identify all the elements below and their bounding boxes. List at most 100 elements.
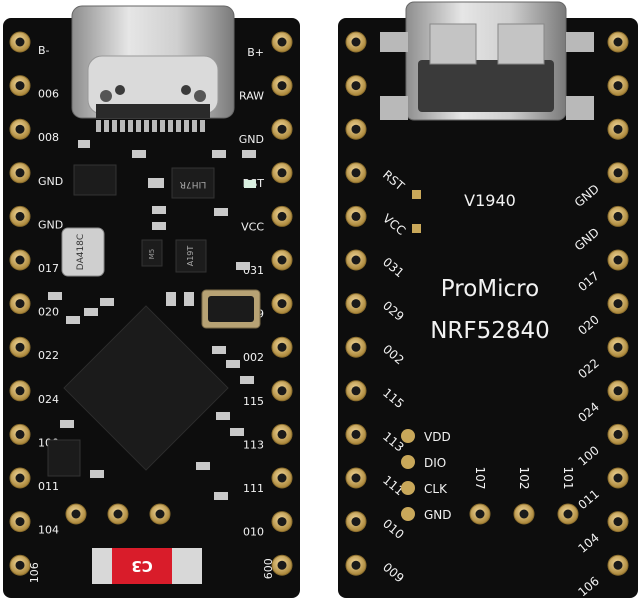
front-left-pin-pad-hole bbox=[15, 81, 25, 91]
front-left-pin-label: 006 bbox=[38, 88, 59, 101]
back-square-pad bbox=[412, 190, 421, 199]
back-debug-label: DIO bbox=[424, 456, 446, 470]
front-left-pin-pad-hole bbox=[15, 255, 25, 265]
back-left-pin-pad-hole bbox=[351, 517, 361, 527]
back-debug-label: GND bbox=[424, 508, 452, 522]
back-right-pin-pad-hole bbox=[613, 342, 623, 352]
front-right-pin-pad-hole bbox=[277, 429, 287, 439]
back-debug-pad bbox=[401, 455, 415, 469]
front-left-pin-pad-hole bbox=[15, 299, 25, 309]
back-left-pin-pad-hole bbox=[351, 211, 361, 221]
front-right-pin-pad-hole bbox=[277, 299, 287, 309]
front-left-pin-label: 008 bbox=[38, 131, 59, 144]
front-right-pin-pad-hole bbox=[277, 37, 287, 47]
front-bottom-pads bbox=[65, 503, 171, 525]
front-right-pin-label: 113 bbox=[243, 438, 264, 451]
back-right-pin-pad-hole bbox=[613, 517, 623, 527]
front-left-pin-pad-hole bbox=[15, 342, 25, 352]
front-left-pin-label: 020 bbox=[38, 306, 59, 319]
back-bottom-pad-hole bbox=[475, 509, 485, 519]
front-small-ic bbox=[73, 164, 117, 196]
back-left-pin-pad-hole bbox=[351, 81, 361, 91]
back-right-pin-pad-hole bbox=[613, 81, 623, 91]
front-right-pin-pad-hole bbox=[277, 342, 287, 352]
front-right-pin-label: RAW bbox=[239, 90, 264, 103]
back-right-pin-pad-hole bbox=[613, 37, 623, 47]
front-right-pin-pad-hole bbox=[277, 255, 287, 265]
front-left-pin-pad-hole bbox=[15, 473, 25, 483]
back-right-pin-pad-hole bbox=[613, 124, 623, 134]
back-right-pin-pad-hole bbox=[613, 299, 623, 309]
front-left-pin-label: 011 bbox=[38, 480, 59, 493]
back-left-pin-pad-hole bbox=[351, 299, 361, 309]
front-left-pin-pad-hole bbox=[15, 124, 25, 134]
front-right-pin-pad-hole bbox=[277, 473, 287, 483]
front-left-pin-pad-hole bbox=[15, 386, 25, 396]
front-right-pin-label: 009 bbox=[261, 558, 274, 579]
back-right-pin-pad-hole bbox=[613, 473, 623, 483]
front-small-regulator bbox=[47, 439, 81, 477]
back-right-pin-pad-hole bbox=[613, 211, 623, 221]
back-right-pin-pad-hole bbox=[613, 255, 623, 265]
front-crystal-label: DA418C bbox=[76, 234, 86, 270]
back-left-pin-pad-hole bbox=[351, 429, 361, 439]
front-sot-label: A19T bbox=[186, 246, 195, 267]
front-regulator-chip: LIH7R bbox=[171, 167, 215, 199]
front-left-pin-pad-hole bbox=[15, 560, 25, 570]
back-bottom-label: 102 bbox=[517, 467, 531, 490]
back-right-pin-pad-hole bbox=[613, 386, 623, 396]
front-left-pin-label: 104 bbox=[38, 524, 59, 537]
back-bottom-label: 107 bbox=[473, 467, 487, 490]
back-left-pin-pad-hole bbox=[351, 473, 361, 483]
back-debug-pad bbox=[401, 507, 415, 521]
front-bottom-pad-hole bbox=[71, 509, 81, 519]
front-bottom-pad-hole bbox=[155, 509, 165, 519]
front-regulator-label: LIH7R bbox=[180, 179, 206, 189]
front-right-pin-label: 111 bbox=[243, 482, 264, 495]
front-right-pin-pad-hole bbox=[277, 560, 287, 570]
front-left-pin-pad-hole bbox=[15, 517, 25, 527]
front-left-pin-label: 017 bbox=[38, 262, 59, 275]
front-small-chip: M5 bbox=[141, 239, 163, 267]
usb-c-pins bbox=[96, 120, 205, 132]
front-left-pin-label: GND bbox=[38, 175, 63, 188]
back-subtitle: NRF52840 bbox=[430, 318, 550, 344]
front-usb-c-connector bbox=[71, 5, 235, 119]
front-board: B-006008GNDGND017020022024100011104106 B… bbox=[3, 5, 300, 598]
front-passive-components bbox=[48, 140, 256, 500]
back-debug-pad bbox=[401, 429, 415, 443]
back-version-label: V1940 bbox=[464, 191, 516, 210]
back-bottom-pad-hole bbox=[563, 509, 573, 519]
back-right-pin-pad-hole bbox=[613, 168, 623, 178]
back-debug-pad bbox=[401, 481, 415, 495]
back-right-pin-pad-hole bbox=[613, 429, 623, 439]
front-left-pin-label: 106 bbox=[28, 562, 41, 583]
back-left-pin-pad-hole bbox=[351, 168, 361, 178]
front-right-pin-pad-hole bbox=[277, 168, 287, 178]
front-left-pin-pad-hole bbox=[15, 37, 25, 47]
front-right-pin-pad-hole bbox=[277, 386, 287, 396]
back-debug-label: CLK bbox=[424, 482, 448, 496]
back-left-pin-pad-hole bbox=[351, 37, 361, 47]
back-pcb bbox=[338, 18, 638, 598]
back-debug-label: VDD bbox=[424, 430, 451, 444]
front-right-pin-header: B+RAWGNDRSTVCC031029002115113111010009 bbox=[239, 31, 293, 579]
front-crystal-component: DA418C bbox=[61, 227, 105, 277]
front-right-pin-pad-hole bbox=[277, 517, 287, 527]
front-left-pin-pad-hole bbox=[15, 168, 25, 178]
back-left-pin-pad-hole bbox=[351, 386, 361, 396]
front-left-pin-label: 024 bbox=[38, 393, 59, 406]
front-right-pin-pad-hole bbox=[277, 211, 287, 221]
front-left-pin-label: B- bbox=[38, 44, 50, 57]
back-left-pin-pad-hole bbox=[351, 255, 361, 265]
front-mcu-chip bbox=[63, 305, 229, 471]
back-usb-c-connector bbox=[380, 1, 594, 121]
front-red-capacitor: C3 bbox=[92, 548, 202, 584]
front-led-green bbox=[244, 180, 256, 188]
front-small-chip-label: M5 bbox=[148, 249, 156, 260]
front-sot-chip: A19T bbox=[175, 239, 207, 273]
front-left-pin-label: 022 bbox=[38, 349, 59, 362]
front-left-pin-pad-hole bbox=[15, 211, 25, 221]
back-right-pin-pad-hole bbox=[613, 560, 623, 570]
